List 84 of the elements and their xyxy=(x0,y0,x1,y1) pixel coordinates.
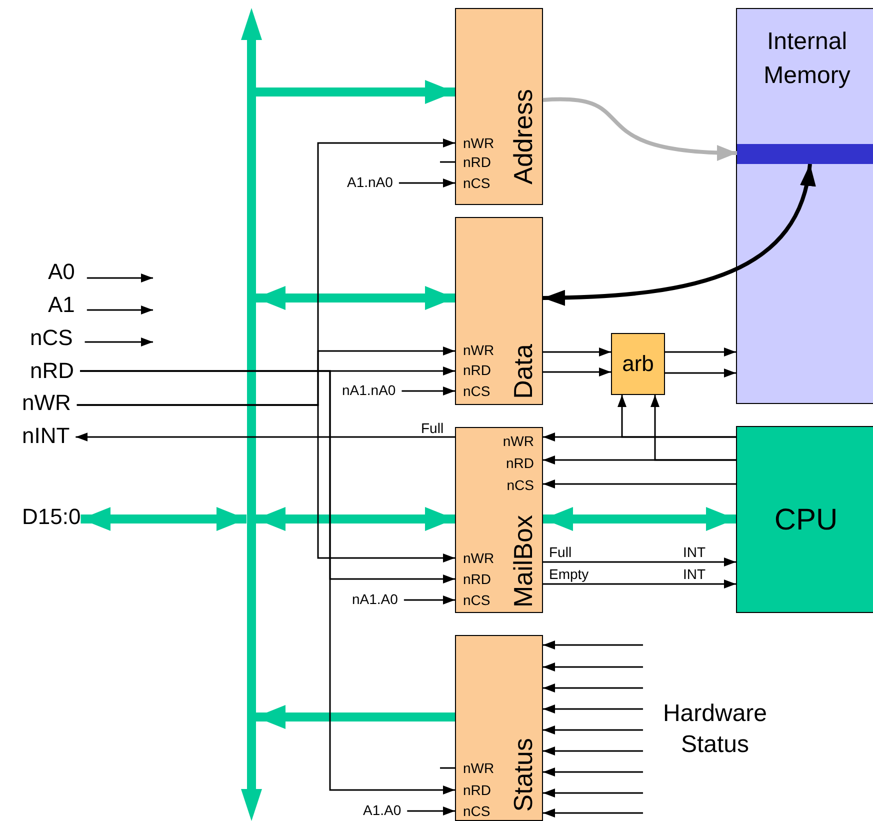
edge-label: Empty xyxy=(548,567,590,582)
data-bus-arrow xyxy=(241,8,262,821)
signal-label: INT xyxy=(683,545,706,560)
signal-arrow xyxy=(86,274,153,282)
bus-arrow xyxy=(256,705,455,729)
block-title: CPU xyxy=(774,503,838,536)
pin-label: nWR xyxy=(463,761,494,776)
pin-label: nRD xyxy=(506,456,534,472)
signal-arrow xyxy=(543,348,611,356)
signal-label: nA1.nA0 xyxy=(342,383,396,397)
signal-arrow xyxy=(543,746,643,756)
edge-label: Full xyxy=(420,421,445,436)
register-block xyxy=(455,427,543,613)
signal-arrow xyxy=(543,788,643,798)
block-title: arb xyxy=(622,352,654,376)
signal-arrow xyxy=(543,808,643,818)
pin-label: nCS xyxy=(463,804,490,820)
signal-label: A1.A0 xyxy=(363,803,402,817)
pin-label: nRD xyxy=(463,572,492,588)
register-block xyxy=(455,217,543,405)
signal-arrow xyxy=(543,480,736,488)
pin-label: nCS xyxy=(463,593,490,608)
bus-arrow xyxy=(256,507,455,531)
signal-label: A1 xyxy=(48,294,75,316)
signal-arrow xyxy=(543,368,611,376)
bus-arrow xyxy=(542,164,814,306)
signal-arrow xyxy=(86,306,153,314)
bus-arrow xyxy=(80,507,246,531)
block-title: Internal Memory xyxy=(762,27,852,91)
signal-arrow xyxy=(618,395,736,438)
signal-label: nA1.A0 xyxy=(352,592,398,606)
pin-label: nWR xyxy=(502,434,534,450)
signal-arrow xyxy=(543,768,643,776)
bus-arrow xyxy=(256,80,455,104)
pin-label: nCS xyxy=(506,478,534,494)
signal-arrow xyxy=(402,386,455,396)
bus-arrow xyxy=(542,97,738,160)
signal-arrow xyxy=(665,368,736,378)
signal-arrow xyxy=(543,640,643,650)
pin-label: nWR xyxy=(463,551,494,566)
edge-label: Full xyxy=(548,545,573,560)
signal-arrow xyxy=(80,370,455,794)
signal-arrow xyxy=(543,580,736,588)
bus-arrow xyxy=(256,286,455,310)
block-title: Address xyxy=(509,88,538,184)
signal-arrow xyxy=(84,338,153,346)
pin-label: nRD xyxy=(463,363,492,378)
signal-label: nCS xyxy=(30,327,73,349)
signal-arrow xyxy=(404,596,455,604)
signal-arrow xyxy=(76,404,455,562)
pin-label: nRD xyxy=(463,783,492,798)
signal-arrow xyxy=(398,178,455,188)
signal-arrow xyxy=(407,806,455,816)
memory-row-bar xyxy=(737,144,873,164)
bus-arrow xyxy=(543,507,736,531)
signal-label: nRD xyxy=(30,360,74,382)
signal-label: A0 xyxy=(48,261,75,283)
signal-arrow xyxy=(650,395,736,461)
register-block xyxy=(455,8,543,205)
pin-label: nWR xyxy=(463,343,494,358)
pin-label: nRD xyxy=(463,155,492,170)
block-title: MailBox xyxy=(509,514,538,607)
signal-arrow xyxy=(543,704,643,714)
pin-label: nWR xyxy=(463,136,494,152)
signal-label: nINT xyxy=(22,425,70,447)
register-block xyxy=(455,635,543,821)
signal-label: nWR xyxy=(22,392,71,414)
pin-label: nCS xyxy=(463,384,490,400)
signal-arrow xyxy=(665,348,736,356)
signal-arrow xyxy=(76,432,455,442)
note-label: Hardware Status xyxy=(662,699,768,760)
arbiter-box xyxy=(611,333,665,395)
signal-label: D15:0 xyxy=(22,506,81,528)
signal-arrow xyxy=(543,662,643,672)
signal-label: A1.nA0 xyxy=(347,175,393,189)
block-title: Data xyxy=(509,344,538,399)
memory-block xyxy=(736,8,873,404)
signal-label: INT xyxy=(683,567,706,582)
pin-label: nCS xyxy=(463,176,490,192)
cpu-box xyxy=(736,426,873,613)
signal-arrow xyxy=(543,726,643,734)
signal-arrow xyxy=(543,684,643,692)
signal-arrow xyxy=(543,558,736,566)
block-title: Status xyxy=(509,738,538,812)
